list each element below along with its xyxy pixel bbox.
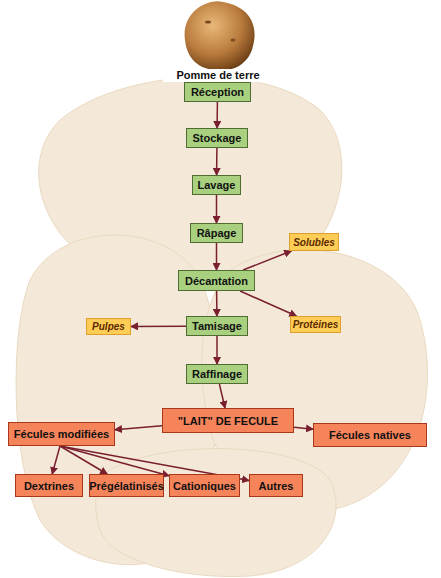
node-text: Autres bbox=[259, 480, 294, 492]
node-text: Stockage bbox=[193, 132, 242, 144]
node-text: Cationiques bbox=[173, 480, 236, 492]
node-text: Fécules natives bbox=[329, 429, 411, 441]
flow-arrow bbox=[60, 446, 107, 474]
node-text: Solubles bbox=[293, 237, 335, 248]
potato-illustration bbox=[96, 449, 336, 577]
product-box: "LAIT" DE FECULE bbox=[162, 408, 294, 433]
process-box: Tamisage bbox=[186, 316, 248, 336]
flow-arrow bbox=[219, 384, 225, 408]
node-text: Lavage bbox=[198, 179, 236, 191]
flow-arrow bbox=[216, 195, 218, 223]
flow-arrow bbox=[216, 243, 218, 270]
flow-arrow bbox=[294, 427, 313, 429]
node-text: Réception bbox=[191, 86, 244, 98]
node-text: Tamisage bbox=[192, 320, 242, 332]
flow-arrow bbox=[216, 336, 218, 364]
node-text: Raffinage bbox=[192, 368, 242, 380]
flow-arrow bbox=[240, 291, 296, 316]
node-text: Pulpes bbox=[92, 321, 125, 332]
flow-arrow bbox=[60, 446, 169, 476]
process-box: Lavage bbox=[192, 175, 241, 195]
byproduct-box: Solubles bbox=[289, 233, 339, 251]
process-box: Décantation bbox=[178, 270, 255, 291]
node-text: Prégélatinisés bbox=[89, 480, 164, 492]
node-text: Protéines bbox=[293, 319, 339, 330]
node-text: Décantation bbox=[185, 275, 248, 287]
flow-arrow bbox=[216, 148, 218, 175]
flow-arrow bbox=[115, 426, 162, 430]
flow-arrow bbox=[216, 291, 218, 316]
product-box: Fécules natives bbox=[313, 423, 427, 447]
byproduct-box: Pulpes bbox=[86, 318, 131, 335]
source-illustration: Pomme de terre bbox=[163, 0, 273, 82]
product-box: Prégélatinisés bbox=[89, 474, 164, 497]
flow-arrow bbox=[131, 325, 186, 327]
flow-arrow bbox=[243, 251, 291, 270]
process-box: Stockage bbox=[186, 128, 248, 148]
flow-arrow bbox=[216, 102, 218, 128]
node-text: Dextrines bbox=[24, 480, 74, 492]
node-text: "LAIT" DE FECULE bbox=[178, 415, 278, 427]
product-box: Dextrines bbox=[15, 474, 83, 497]
product-box: Fécules modifiées bbox=[8, 422, 115, 446]
product-box: Cationiques bbox=[169, 474, 240, 497]
product-box: Autres bbox=[249, 474, 303, 497]
byproduct-box: Protéines bbox=[290, 316, 341, 333]
node-text: Fécules modifiées bbox=[14, 428, 109, 440]
node-text: Pomme de terre bbox=[163, 69, 273, 82]
process-box: Râpage bbox=[190, 223, 243, 243]
process-box: Raffinage bbox=[186, 364, 248, 384]
node-text: Râpage bbox=[197, 227, 237, 239]
flow-arrow bbox=[52, 446, 60, 474]
process-box: Réception bbox=[184, 82, 251, 102]
